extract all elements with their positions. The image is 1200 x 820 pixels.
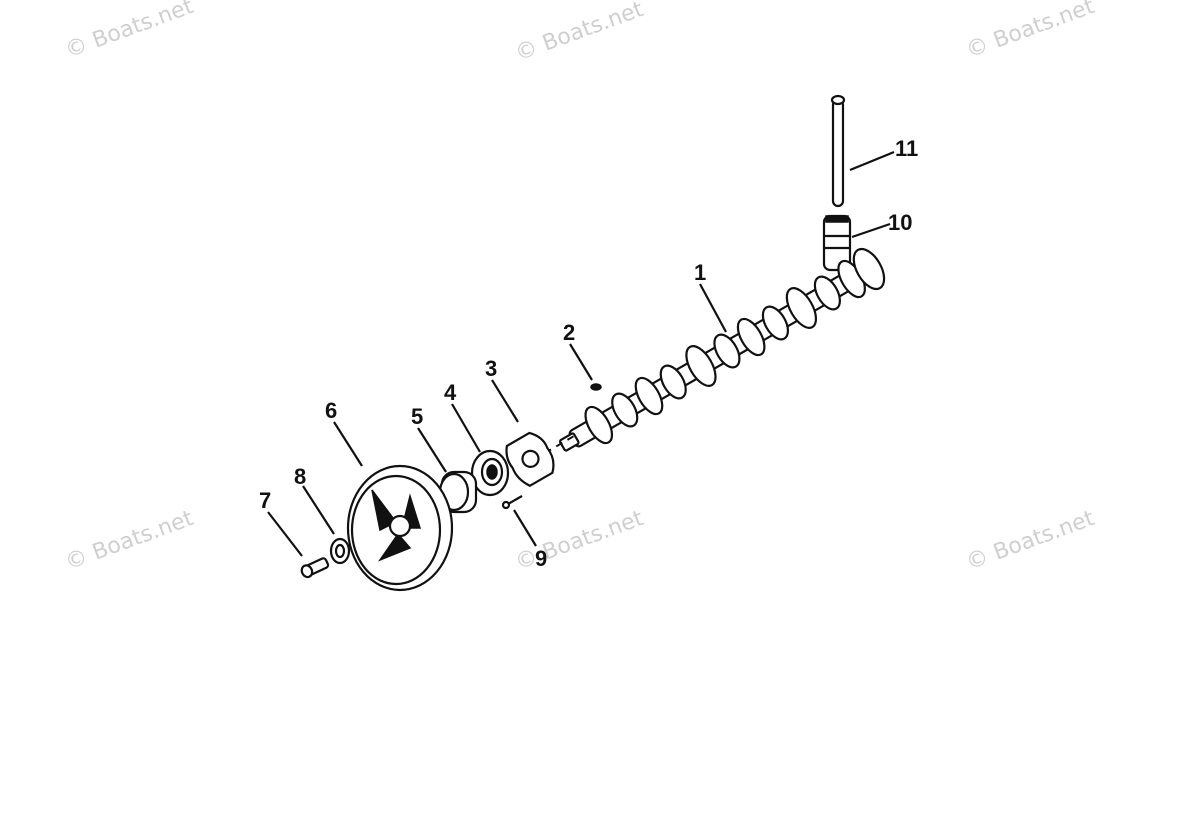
- callout-9: 9: [535, 546, 547, 571]
- callout-7: 7: [259, 488, 271, 513]
- leader-lines: [267, 150, 895, 557]
- push-rod: [830, 94, 846, 208]
- bearing: [470, 449, 510, 497]
- callout-8: 8: [294, 464, 306, 489]
- camshaft-gear: [346, 464, 454, 592]
- thrust-plate: [505, 431, 555, 488]
- callout-11: 11: [895, 136, 918, 161]
- callout-10: 10: [888, 210, 912, 235]
- screw: [501, 495, 523, 510]
- callout-1: 1: [694, 260, 706, 285]
- washer: [329, 537, 351, 565]
- valve-lifter: [822, 214, 852, 272]
- key: [590, 383, 602, 391]
- callout-5: 5: [411, 404, 423, 429]
- callout-2: 2: [563, 320, 575, 345]
- callout-4: 4: [444, 380, 457, 405]
- bolt: [300, 557, 330, 579]
- camshaft: [559, 247, 886, 452]
- callout-3: 3: [485, 356, 497, 381]
- callout-6: 6: [325, 398, 337, 423]
